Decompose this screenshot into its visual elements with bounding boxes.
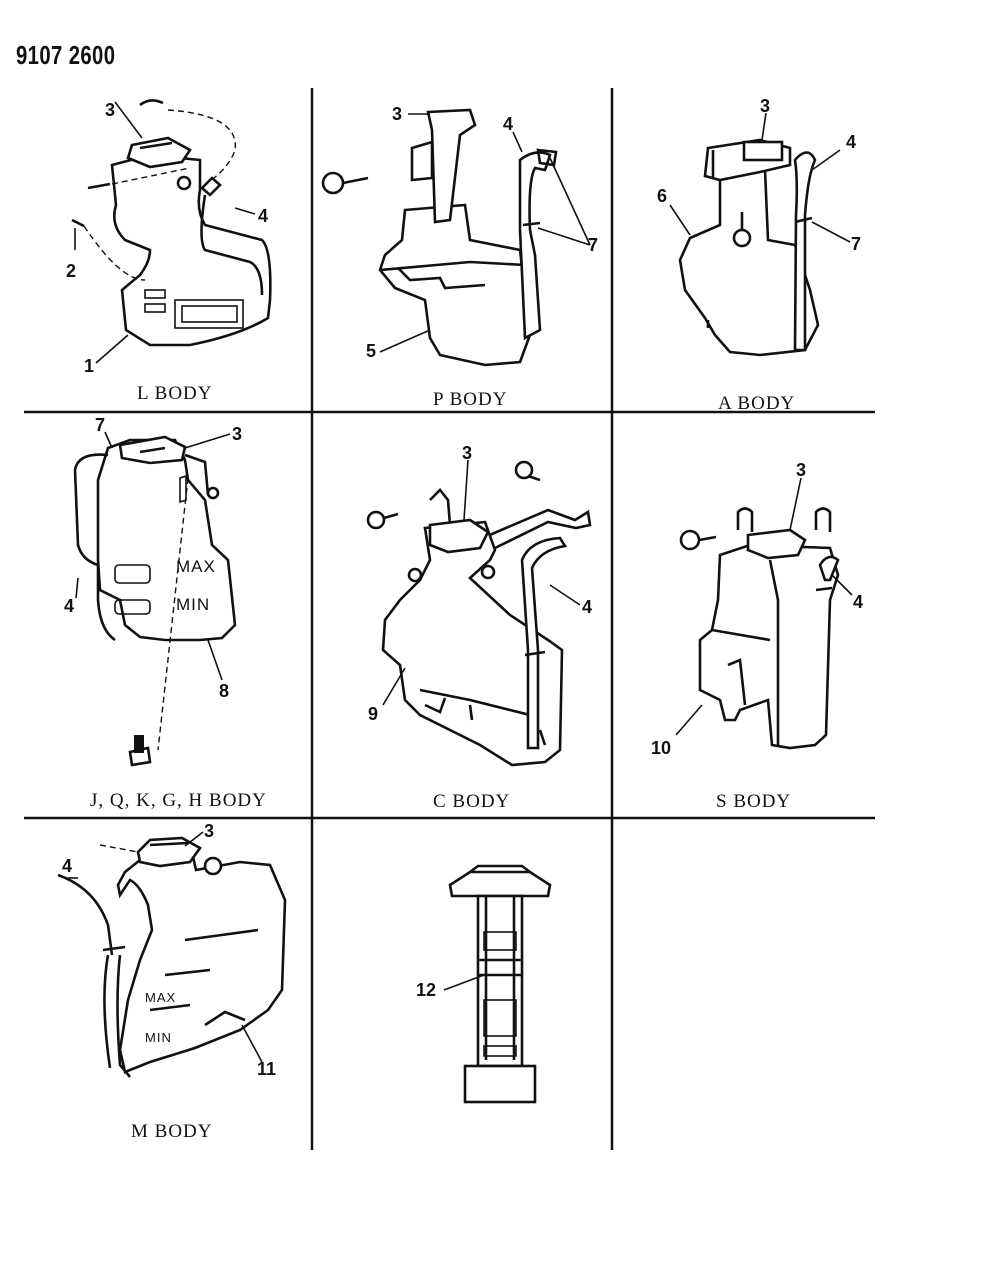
callout-3: 3	[392, 104, 402, 124]
callout-3: 3	[760, 96, 770, 116]
s-body-reservoir: 3 4 10	[651, 460, 863, 758]
a-body-reservoir: 3 4 6 7	[657, 96, 861, 357]
callout-8: 8	[219, 681, 229, 701]
callout-10: 10	[651, 738, 671, 758]
max-marking: MAX	[176, 557, 216, 576]
l-body-reservoir: 3 4 2 1	[66, 99, 272, 376]
callout-3: 3	[105, 100, 115, 120]
caption-s-body: S BODY	[716, 791, 792, 812]
callout-4: 4	[582, 597, 592, 617]
caption-a-body: A BODY	[718, 393, 796, 414]
caption-l-body: L BODY	[137, 383, 213, 404]
callout-3: 3	[232, 424, 242, 444]
caption-p-body: P BODY	[433, 389, 508, 410]
callout-3: 3	[796, 460, 806, 480]
callout-2: 2	[66, 261, 76, 281]
callout-7: 7	[588, 235, 598, 255]
callout-11: 11	[257, 1059, 276, 1079]
callout-4: 4	[258, 206, 268, 226]
callout-12: 12	[416, 980, 436, 1000]
callout-5: 5	[366, 341, 376, 361]
caption-m-body: M BODY	[131, 1121, 213, 1142]
c-body-reservoir: 3 4 9	[366, 443, 592, 767]
callout-9: 9	[368, 704, 378, 724]
callout-4: 4	[62, 856, 72, 876]
p-body-reservoir: 3 4 7 5	[321, 104, 598, 367]
callout-7: 7	[95, 415, 105, 435]
callout-1: 1	[84, 356, 94, 376]
callout-4: 4	[853, 592, 863, 612]
washer-pump-assembly: 12	[416, 864, 552, 1104]
callout-7: 7	[851, 234, 861, 254]
callout-4: 4	[64, 596, 74, 616]
callout-3: 3	[204, 821, 214, 841]
max-marking: MAX	[145, 990, 176, 1005]
callout-4: 4	[503, 114, 513, 134]
min-marking: MIN	[176, 595, 210, 614]
document-number: 9107 2600	[16, 40, 116, 70]
m-body-reservoir: MAX MIN 3 4 11	[57, 821, 287, 1079]
jqkgh-body-reservoir: MAX MIN 7 3 4 8	[64, 415, 242, 767]
min-marking: MIN	[145, 1030, 172, 1045]
callout-6: 6	[657, 186, 667, 206]
callout-4: 4	[846, 132, 856, 152]
caption-jqkgh-body: J, Q, K, G, H BODY	[90, 790, 267, 811]
caption-c-body: C BODY	[433, 791, 511, 812]
callout-3: 3	[462, 443, 472, 463]
grid-lines	[24, 88, 875, 1150]
